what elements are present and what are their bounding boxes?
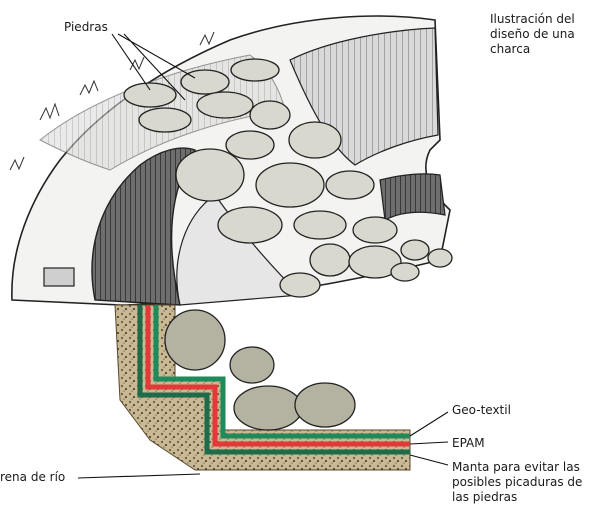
diagram-title: Ilustración del diseño de una charca xyxy=(490,12,588,57)
drain-box xyxy=(44,268,74,286)
label-geotextil: Geo-textil xyxy=(452,403,511,418)
label-piedras: Piedras xyxy=(64,20,108,35)
label-arena: rena de río xyxy=(0,470,65,485)
label-manta: Manta para evitar las posibles picaduras… xyxy=(452,460,590,505)
label-epam: EPAM xyxy=(452,436,485,451)
liner-right-step xyxy=(380,174,445,220)
